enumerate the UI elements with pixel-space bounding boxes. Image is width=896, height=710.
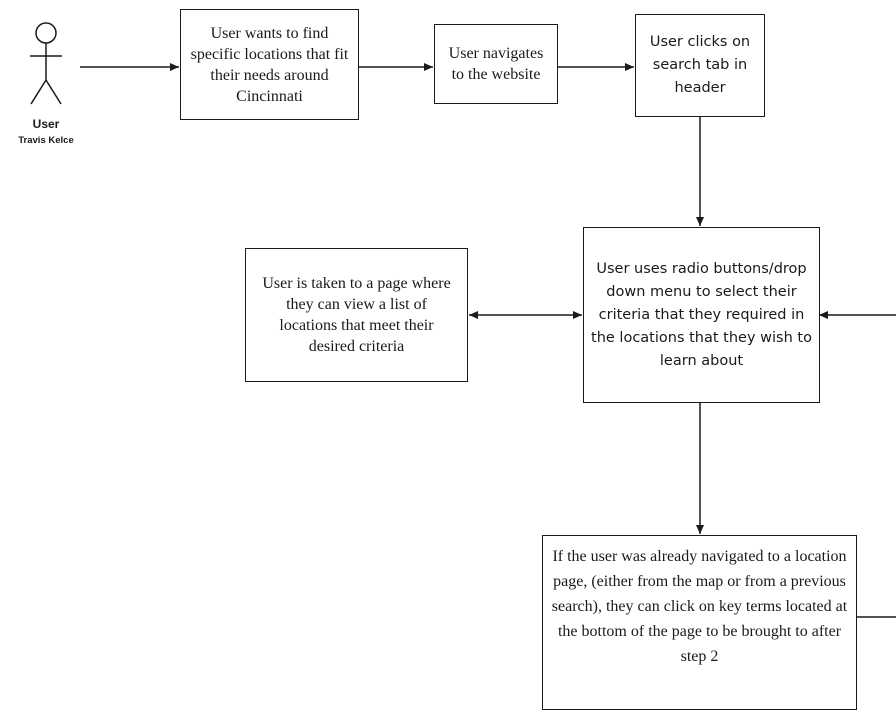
step-navigate-website: User navigates to the website — [434, 24, 558, 104]
step-key-terms: If the user was already navigated to a l… — [542, 535, 857, 710]
step-select-criteria: User uses radio buttons/drop down menu t… — [583, 227, 820, 403]
user-actor-icon — [30, 22, 62, 105]
use-case-flow-diagram: User Travis Kelce User wants to find spe… — [18, 9, 896, 710]
step-select-criteria-text: User uses radio buttons/drop down menu t… — [591, 260, 812, 369]
step-key-terms-text: If the user was already navigated to a l… — [551, 548, 848, 665]
connector-layer — [30, 22, 896, 618]
step-click-search: User clicks on search tab in header — [635, 14, 765, 117]
step-find-locations: User wants to find specific locations th… — [180, 9, 359, 120]
actor-name-label: Travis Kelce — [18, 135, 74, 146]
actor-role-label: User — [32, 117, 60, 131]
step-view-list: User is taken to a page where they can v… — [245, 248, 468, 382]
step-navigate-website-text: User navigates to the website — [448, 45, 544, 83]
step-click-search-text: User clicks on search tab in header — [649, 34, 751, 96]
step-find-locations-text: User wants to find specific locations th… — [190, 24, 349, 105]
step-view-list-text: User is taken to a page where they can v… — [262, 275, 451, 355]
